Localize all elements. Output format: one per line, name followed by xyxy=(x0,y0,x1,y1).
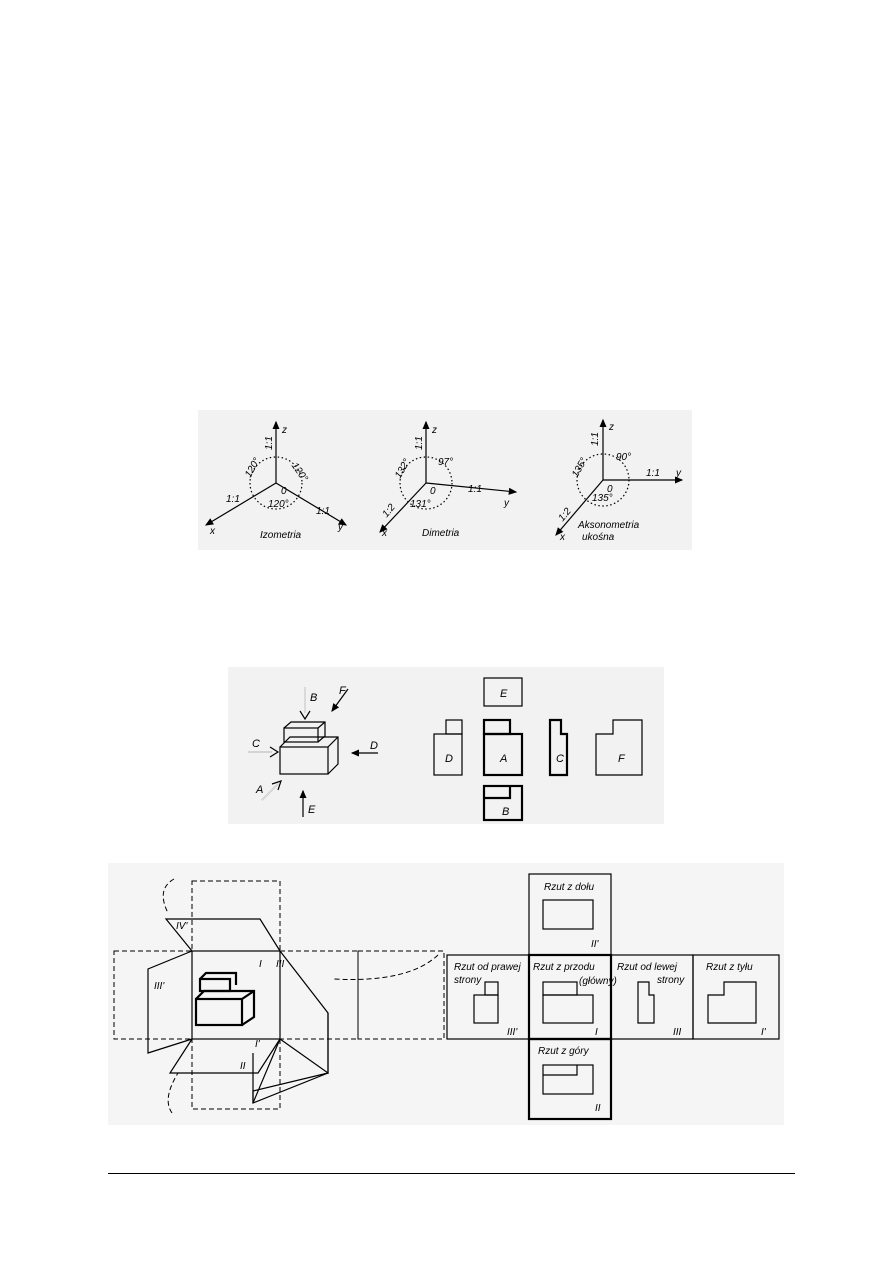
svg-text:II: II xyxy=(595,1103,601,1114)
dimetria-diagram: z x y 1:1 1:2 1:1 132° 97° 131° 0 Dimetr… xyxy=(379,420,518,539)
dim-angle-3: 131° xyxy=(410,499,431,510)
dim-scale-z: 1:1 xyxy=(414,436,425,450)
top-view-box: Rzut z góry II xyxy=(527,1037,613,1121)
uk-scale-y: 1:1 xyxy=(646,468,660,479)
izo-origin: 0 xyxy=(281,486,287,497)
uk-origin: 0 xyxy=(607,484,613,495)
uk-caption-1: Aksonometria xyxy=(577,520,640,531)
svg-text:strony: strony xyxy=(454,975,482,986)
svg-text:I': I' xyxy=(761,1027,767,1038)
dim-angle-1: 132° xyxy=(393,457,413,480)
view-D: D xyxy=(433,719,463,776)
dim-x-label: x xyxy=(381,528,388,539)
uk-y-label: y xyxy=(675,468,682,479)
svg-text:strony: strony xyxy=(657,975,685,986)
izo-z-label: z xyxy=(281,425,287,436)
izo-angle-3: 120° xyxy=(268,499,289,510)
svg-text:F: F xyxy=(618,753,626,765)
uk-angle-2: 90° xyxy=(616,452,631,463)
footer-rule xyxy=(108,1173,795,1174)
ukosna-diagram: z x y 1:1 1:2 1:1 135° 90° 135° 0 Aksono… xyxy=(555,418,684,543)
view-F: F xyxy=(595,719,643,776)
izo-angle-1: 120° xyxy=(243,456,263,479)
view-E: E xyxy=(483,677,523,707)
dim-y-label: y xyxy=(503,498,510,509)
arrow-b-label: B xyxy=(310,692,317,704)
izo-scale-z: 1:1 xyxy=(264,436,275,450)
svg-text:Rzut z tyłu: Rzut z tyłu xyxy=(706,962,753,973)
uk-caption-2: ukośna xyxy=(582,532,615,543)
svg-text:E: E xyxy=(500,688,508,700)
unfold-panel: IV' III' I III I' II Rzut z dołu II' Rzu… xyxy=(108,863,784,1125)
unfold-cube: IV' III' I III I' II xyxy=(113,878,445,1114)
arrow-e-label: E xyxy=(308,804,316,816)
unfold-svg: IV' III' I III I' II Rzut z dołu II' Rzu… xyxy=(113,873,780,1121)
uk-x-label: x xyxy=(559,532,566,543)
svg-text:II': II' xyxy=(591,939,600,950)
arrow-f-label: F xyxy=(339,685,347,697)
view-B: B xyxy=(482,784,524,822)
unfold-i: I xyxy=(259,959,262,970)
unfold-iii-prime: III' xyxy=(154,981,165,992)
arrow-c-label: C xyxy=(252,738,260,750)
izo-y-label: y xyxy=(337,522,344,533)
dim-scale-x: 1:2 xyxy=(380,502,398,520)
svg-text:I: I xyxy=(595,1027,598,1038)
dim-scale-y: 1:1 xyxy=(468,484,482,495)
svg-text:Rzut od prawej: Rzut od prawej xyxy=(454,962,521,973)
unfold-iii: III xyxy=(276,959,285,970)
uk-scale-x: 1:2 xyxy=(556,506,574,524)
left-view-box: Rzut od lewej strony III xyxy=(610,954,694,1040)
view-A: A xyxy=(482,718,524,777)
dim-z-label: z xyxy=(431,425,437,436)
axonometry-panel: z x y 1:1 1:1 1:1 120° 120° 120° 0 Izome… xyxy=(198,410,692,550)
svg-text:III: III xyxy=(673,1027,682,1038)
svg-text:Rzut od lewej: Rzut od lewej xyxy=(617,962,678,973)
view-directions-svg: B F C D A E E D xyxy=(248,677,643,822)
izo-x-label: x xyxy=(209,526,216,537)
front-view-box: Rzut z przodu (główny) I xyxy=(527,953,617,1041)
view-C: C xyxy=(548,718,569,777)
uk-z-label: z xyxy=(608,422,614,433)
svg-text:III': III' xyxy=(507,1027,518,1038)
views-layout: Rzut z dołu II' Rzut od prawej strony II… xyxy=(446,873,780,1121)
back-view-box: Rzut z tyłu I' xyxy=(692,954,780,1040)
izo-scale-x: 1:1 xyxy=(226,494,240,505)
right-view-box: Rzut od prawej strony III' xyxy=(446,954,530,1040)
unfold-ii: II xyxy=(240,1061,246,1072)
bottom-view-box: Rzut z dołu II' xyxy=(528,873,612,956)
svg-text:(główny): (główny) xyxy=(579,976,617,987)
direction-arrows: B F C D A E xyxy=(248,685,378,817)
svg-text:Rzut z przodu: Rzut z przodu xyxy=(533,962,595,973)
izo-scale-y: 1:1 xyxy=(316,506,330,517)
dim-angle-2: 97° xyxy=(438,457,453,468)
izo-caption: Izometria xyxy=(260,530,302,541)
uk-scale-z: 1:1 xyxy=(590,432,601,446)
svg-text:B: B xyxy=(502,806,509,818)
unfold-iv-prime: IV' xyxy=(176,921,188,932)
svg-text:Rzut z dołu: Rzut z dołu xyxy=(544,882,594,893)
dim-origin: 0 xyxy=(430,486,436,497)
izo-angle-2: 120° xyxy=(289,461,310,484)
axonometry-svg: z x y 1:1 1:1 1:1 120° 120° 120° 0 Izome… xyxy=(204,418,684,543)
dim-caption: Dimetria xyxy=(422,528,460,539)
izometria-diagram: z x y 1:1 1:1 1:1 120° 120° 120° 0 Izome… xyxy=(204,420,348,541)
svg-text:A: A xyxy=(499,753,507,765)
arrow-d-label: D xyxy=(370,740,378,752)
unfold-i-prime: I' xyxy=(255,1039,261,1050)
arrow-a-label: A xyxy=(255,784,263,796)
isometric-object xyxy=(279,721,339,775)
uk-angle-3: 135° xyxy=(592,493,613,504)
svg-text:D: D xyxy=(445,753,453,765)
svg-text:C: C xyxy=(556,753,564,765)
svg-text:Rzut z góry: Rzut z góry xyxy=(538,1046,590,1057)
view-directions-panel: B F C D A E E D xyxy=(228,667,664,824)
